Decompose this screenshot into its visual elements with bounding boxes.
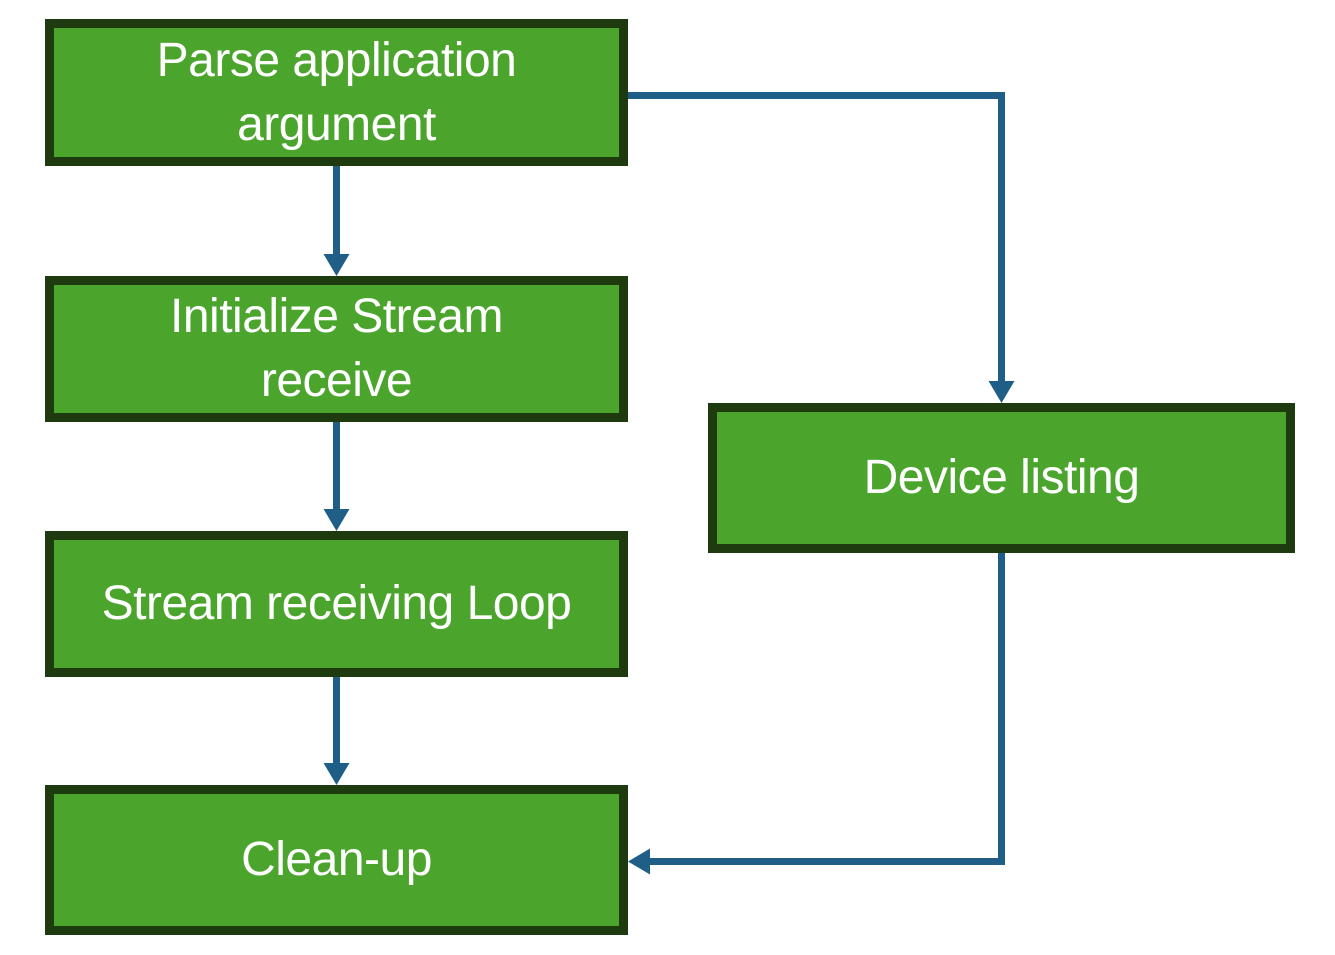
node-label: Stream receiving Loop bbox=[101, 577, 572, 631]
node-label: Clean-up bbox=[241, 833, 432, 887]
connector-parse-to-device bbox=[628, 92, 1015, 403]
connector-parse-to-init bbox=[323, 166, 350, 276]
arrowhead-down-icon bbox=[323, 509, 350, 531]
node-initialize-stream-receive: Initialize Stream receive bbox=[45, 276, 628, 422]
node-device-listing: Device listing bbox=[708, 403, 1295, 553]
node-label: Parse application argument bbox=[156, 33, 517, 151]
node-stream-receiving-loop: Stream receiving Loop bbox=[45, 531, 628, 677]
arrowhead-down-icon bbox=[323, 254, 350, 276]
connector-line bbox=[648, 553, 1005, 865]
arrowhead-down-icon bbox=[323, 763, 350, 785]
node-clean-up: Clean-up bbox=[45, 785, 628, 935]
connector-device-to-clean bbox=[628, 553, 1005, 875]
connector-line bbox=[628, 92, 1005, 383]
node-label: Initialize Stream receive bbox=[170, 290, 503, 407]
connector-init-to-loop bbox=[323, 422, 350, 531]
node-parse-application-argument: Parse application argument bbox=[45, 19, 628, 166]
arrowhead-down-icon bbox=[988, 381, 1015, 403]
arrowhead-left-icon bbox=[628, 848, 650, 875]
connector-loop-to-clean bbox=[323, 677, 350, 785]
node-label: Device listing bbox=[863, 451, 1140, 505]
